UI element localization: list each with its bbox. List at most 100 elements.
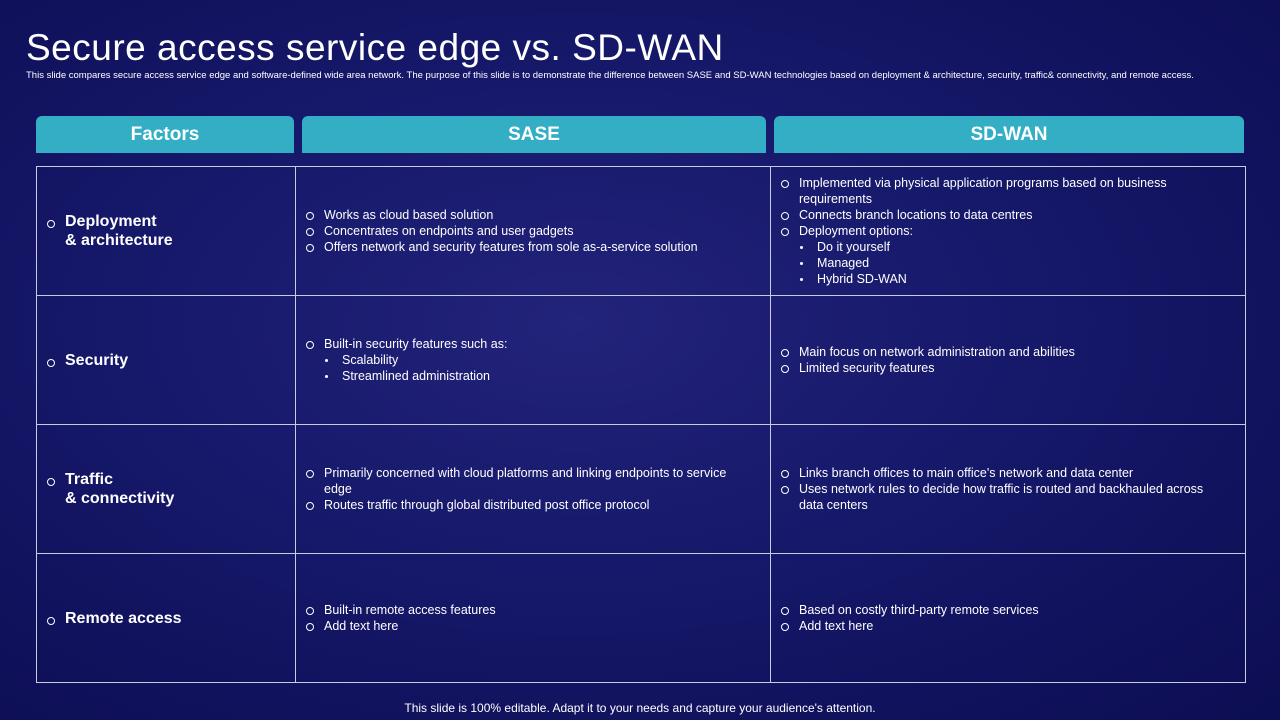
bullet-text: Deployment options:: [799, 224, 913, 238]
header-factors: Factors: [36, 116, 294, 153]
factor-cell: Security: [36, 295, 296, 425]
factor-cell: Traffic & connectivity: [36, 424, 296, 554]
sub-bullet-item: Scalability: [306, 352, 752, 368]
bullet-item: Deployment options:: [781, 223, 1227, 239]
sub-bullet-text: Hybrid SD-WAN: [817, 272, 907, 286]
sub-bullet-text: Do it yourself: [817, 240, 890, 254]
sdwan-cell: Main focus on network administration and…: [770, 295, 1246, 425]
bullet-text: Built-in remote access features: [324, 603, 496, 617]
factor-text: Deployment & architecture: [65, 213, 173, 249]
bullet-text: Uses network rules to decide how traffic…: [799, 482, 1204, 512]
bullet-text: Offers network and security features fro…: [324, 240, 698, 254]
header-sdwan: SD-WAN: [774, 116, 1244, 153]
circle-bullet-icon: [781, 180, 789, 188]
bullet-text: Add text here: [324, 619, 399, 633]
bullet-item: Works as cloud based solution: [306, 207, 752, 223]
factor-label: Deployment & architecture: [37, 212, 295, 250]
bullet-text: Connects branch locations to data centre…: [799, 208, 1033, 222]
circle-bullet-icon: [781, 486, 789, 494]
bullet-item: Primarily concerned with cloud platforms…: [306, 465, 752, 497]
circle-bullet-icon: [781, 365, 789, 373]
factor-text: Remote access: [65, 609, 182, 627]
bullet-text: Built-in security features such as:: [324, 337, 508, 351]
sase-cell: Primarily concerned with cloud platforms…: [295, 424, 771, 554]
bullet-item: Based on costly third-party remote servi…: [781, 602, 1227, 618]
bullet-item: Built-in remote access features: [306, 602, 752, 618]
factor-label: Traffic & connectivity: [37, 470, 295, 508]
table-row: Security Built-in security features such …: [36, 295, 1246, 425]
circle-bullet-icon: [781, 470, 789, 478]
factor-cell: Deployment & architecture: [36, 166, 296, 296]
circle-bullet-icon: [306, 502, 314, 510]
bullet-text: Works as cloud based solution: [324, 208, 494, 222]
bullet-text: Main focus on network administration and…: [799, 345, 1075, 359]
circle-bullet-icon: [47, 616, 55, 625]
bullet-text: Routes traffic through global distribute…: [324, 498, 650, 512]
sase-list: Primarily concerned with cloud platforms…: [296, 465, 770, 513]
table-row: Deployment & architecture Works as cloud …: [36, 166, 1246, 296]
bullet-item: Concentrates on endpoints and user gadge…: [306, 223, 752, 239]
dot-bullet-icon: [325, 359, 328, 362]
circle-bullet-icon: [781, 607, 789, 615]
bullet-text: Implemented via physical application pro…: [799, 176, 1167, 206]
bullet-item: Links branch offices to main office's ne…: [781, 465, 1227, 481]
table-row: Traffic & connectivity Primarily concerne…: [36, 424, 1246, 554]
circle-bullet-icon: [306, 244, 314, 252]
circle-bullet-icon: [306, 607, 314, 615]
bullet-item: Offers network and security features fro…: [306, 239, 752, 255]
circle-bullet-icon: [306, 228, 314, 236]
bullet-item: Limited security features: [781, 360, 1227, 376]
sub-bullet-text: Scalability: [342, 353, 399, 367]
circle-bullet-icon: [306, 212, 314, 220]
dot-bullet-icon: [800, 246, 803, 249]
sub-bullet-item: Hybrid SD-WAN: [781, 271, 1227, 287]
sub-bullet-item: Managed: [781, 255, 1227, 271]
sase-list: Built-in security features such as: Scala…: [296, 336, 770, 384]
sub-bullet-text: Streamlined administration: [342, 369, 490, 383]
sdwan-cell: Links branch offices to main office's ne…: [770, 424, 1246, 554]
bullet-item: Routes traffic through global distribute…: [306, 497, 752, 513]
bullet-item: Add text here: [306, 618, 752, 634]
factor-text: Traffic & connectivity: [65, 471, 175, 507]
circle-bullet-icon: [781, 623, 789, 631]
circle-bullet-icon: [47, 358, 55, 367]
circle-bullet-icon: [306, 470, 314, 478]
bullet-item: Add text here: [781, 618, 1227, 634]
bullet-text: Primarily concerned with cloud platforms…: [324, 466, 727, 496]
bullet-item: Built-in security features such as:: [306, 336, 752, 352]
factor-text: Security: [65, 351, 129, 369]
comparison-table: Deployment & architecture Works as cloud …: [36, 166, 1246, 683]
circle-bullet-icon: [47, 478, 55, 486]
bullet-text: Based on costly third-party remote servi…: [799, 603, 1039, 617]
slide-subtitle: This slide compares secure access servic…: [26, 70, 1194, 81]
factor-label: Remote access: [37, 609, 295, 628]
factor-label: Security: [37, 351, 295, 370]
sub-bullet-item: Do it yourself: [781, 239, 1227, 255]
sase-cell: Built-in security features such as: Scala…: [295, 295, 771, 425]
dot-bullet-icon: [800, 262, 803, 265]
bullet-item: Implemented via physical application pro…: [781, 175, 1227, 207]
sdwan-list: Based on costly third-party remote servi…: [771, 602, 1245, 634]
slide-title: Secure access service edge vs. SD-WAN: [26, 27, 724, 68]
bullet-item: Main focus on network administration and…: [781, 344, 1227, 360]
table-row: Remote access Built-in remote access feat…: [36, 553, 1246, 683]
bullet-text: Add text here: [799, 619, 874, 633]
slide-footer: This slide is 100% editable. Adapt it to…: [404, 701, 876, 715]
dot-bullet-icon: [800, 278, 803, 281]
circle-bullet-icon: [781, 228, 789, 236]
circle-bullet-icon: [306, 623, 314, 631]
dot-bullet-icon: [325, 375, 328, 378]
sub-bullet-text: Managed: [817, 256, 870, 270]
sdwan-list: Main focus on network administration and…: [771, 344, 1245, 376]
sdwan-list: Links branch offices to main office's ne…: [771, 465, 1245, 513]
sdwan-list: Implemented via physical application pro…: [771, 175, 1245, 287]
circle-bullet-icon: [306, 341, 314, 349]
bullet-text: Limited security features: [799, 361, 935, 375]
sdwan-cell: Implemented via physical application pro…: [770, 166, 1246, 296]
circle-bullet-icon: [47, 220, 55, 228]
sub-bullet-item: Streamlined administration: [306, 368, 752, 384]
